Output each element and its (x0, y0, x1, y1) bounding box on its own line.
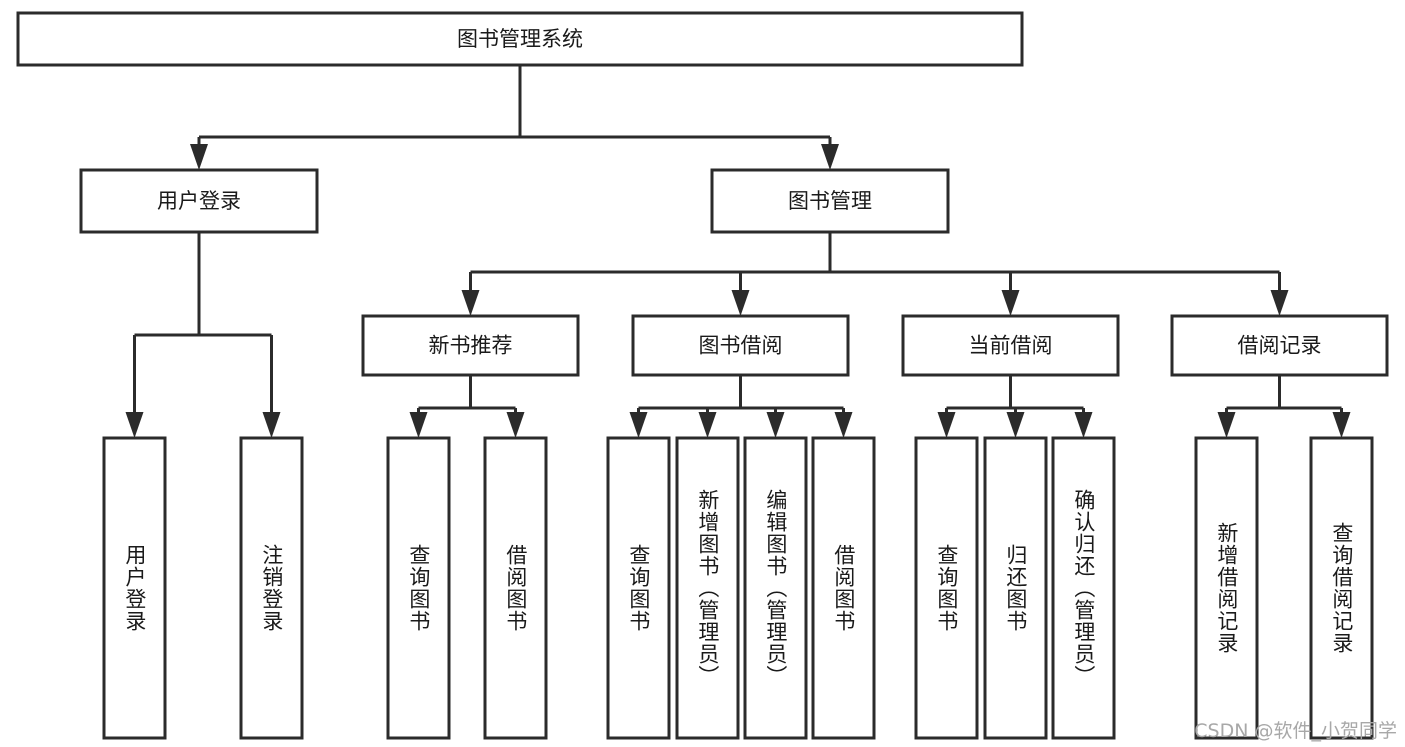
arrow-head-leaf-rec-query (409, 412, 428, 438)
arrow-head-leaf-rec-add (1217, 412, 1236, 438)
arrow-head-leaf-rec-search (1332, 412, 1351, 438)
node-label-current-borrow: 当前借阅 (969, 334, 1053, 358)
node-label-root: 图书管理系统 (457, 27, 583, 51)
arrow-head-leaf-cur-confirm (1074, 412, 1093, 438)
arrow-head-book-borrow (731, 290, 750, 316)
connector-group-book-manage (461, 232, 1289, 316)
node-box-借阅记录-borrow-record[interactable] (1170, 314, 1389, 377)
node-box-查询图书-leaf-cur-query[interactable] (914, 436, 979, 740)
arrow-head-leaf-cur-return (1006, 412, 1025, 438)
arrow-head-leaf-borrow-edit (766, 412, 785, 438)
arrow-head-leaf-user-login (125, 412, 144, 438)
connector-group-borrow-record (1217, 375, 1351, 438)
node-box-借阅图书-leaf-borrow-do[interactable] (811, 436, 876, 740)
node-box-新书推荐-new-book-rec[interactable] (361, 314, 580, 377)
node-label-book-manage: 图书管理 (788, 189, 872, 213)
connector-group-user-login (125, 232, 281, 438)
arrow-head-leaf-user-logout (262, 412, 281, 438)
node-box-归还图书-leaf-cur-return[interactable] (983, 436, 1048, 740)
arrow-head-new-book-rec (461, 290, 480, 316)
node-box-新增图书管理员-leaf-borrow-add[interactable] (675, 436, 740, 740)
node-box-确认归还管理员-leaf-cur-confirm[interactable] (1051, 436, 1116, 740)
arrow-head-leaf-borrow-do (834, 412, 853, 438)
node-box-图书管理系统-root[interactable] (16, 11, 1024, 67)
node-box-查询图书-leaf-borrow-query[interactable] (606, 436, 671, 740)
arrow-head-leaf-rec-borrow (506, 412, 525, 438)
node-box-当前借阅-current-borrow[interactable] (901, 314, 1120, 377)
node-label-book-borrow: 图书借阅 (699, 334, 783, 358)
node-label-user-login: 用户登录 (157, 189, 241, 213)
node-box-查询图书-leaf-rec-query[interactable] (386, 436, 451, 740)
node-box-图书管理-book-manage[interactable] (710, 168, 950, 234)
node-box-注销登录-leaf-user-logout[interactable] (239, 436, 304, 740)
arrow-head-user-login (190, 144, 208, 170)
node-label-new-book-rec: 新书推荐 (429, 334, 513, 358)
node-box-借阅图书-leaf-rec-borrow[interactable] (483, 436, 548, 740)
node-box-编辑图书管理员-leaf-borrow-edit[interactable] (743, 436, 808, 740)
node-label-borrow-record: 借阅记录 (1238, 334, 1322, 358)
node-box-用户登录-leaf-user-login[interactable] (102, 436, 167, 740)
arrow-head-borrow-record (1270, 290, 1289, 316)
arrow-head-leaf-borrow-query (629, 412, 648, 438)
connector-layer (125, 65, 1351, 438)
arrow-head-book-manage (821, 144, 839, 170)
connector-group-book-borrow (629, 375, 853, 438)
connector-group-new-book-rec (409, 375, 525, 438)
node-box-新增借阅记录-leaf-rec-add[interactable] (1194, 436, 1259, 740)
arrow-head-leaf-borrow-add (698, 412, 717, 438)
node-box-用户登录-user-login[interactable] (79, 168, 319, 234)
connector-group-root (190, 65, 839, 170)
arrow-head-leaf-cur-query (937, 412, 956, 438)
arrow-head-current-borrow (1001, 290, 1020, 316)
node-box-图书借阅-book-borrow[interactable] (631, 314, 850, 377)
node-box-查询借阅记录-leaf-rec-search[interactable] (1309, 436, 1374, 740)
connector-group-current-borrow (937, 375, 1093, 438)
